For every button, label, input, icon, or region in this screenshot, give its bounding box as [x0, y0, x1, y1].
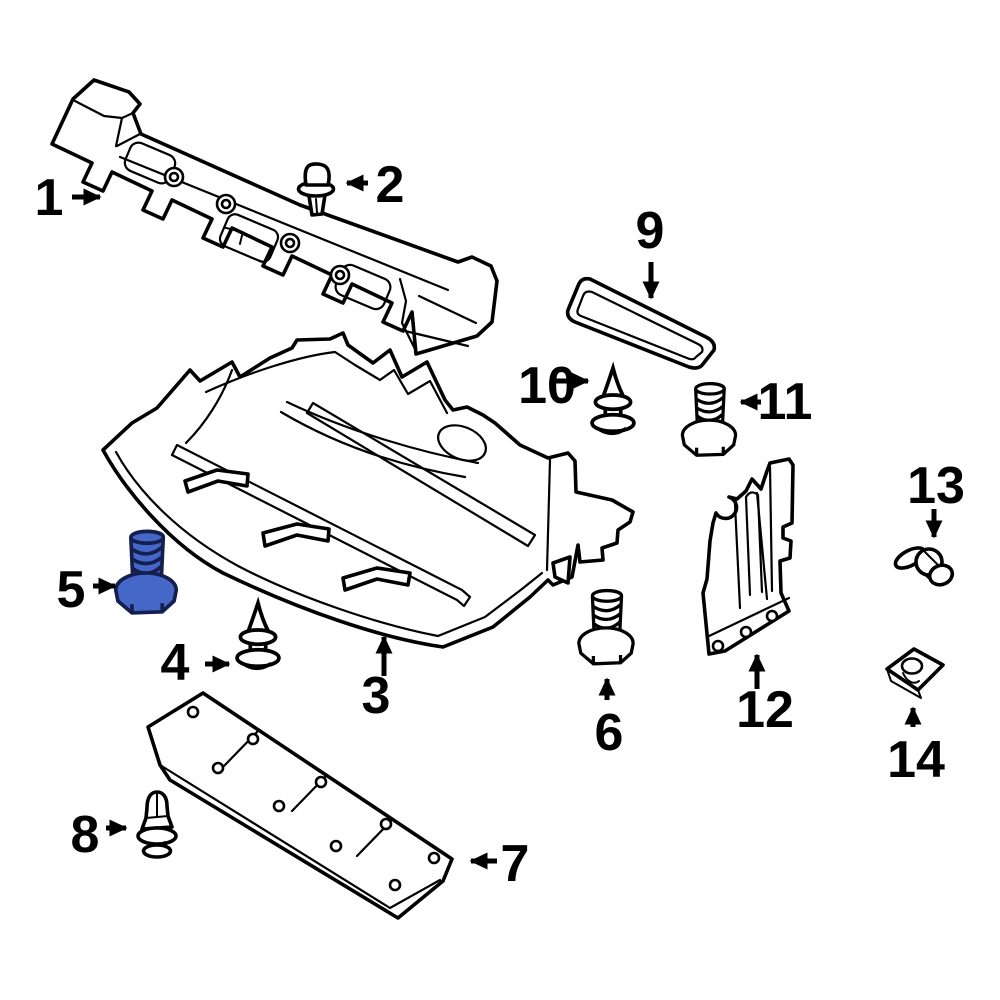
part-8-split — [145, 793, 169, 819]
callout-12-label: 12 — [736, 681, 794, 739]
callout-4: 4 — [161, 634, 231, 692]
callout-9-label: 9 — [636, 202, 665, 260]
part-3-tab — [183, 468, 250, 494]
part-3-recess — [437, 424, 487, 462]
part-8-base — [141, 843, 173, 859]
part-1-cutout-step — [223, 226, 244, 245]
callout-6: 6 — [595, 677, 624, 762]
part-11-bolt — [680, 381, 738, 457]
part-5-bolt-highlighted — [113, 529, 179, 615]
callout-3-label: 3 — [362, 667, 391, 725]
part-13-screw-clip — [893, 546, 955, 587]
part-12-bracket — [701, 457, 795, 656]
part-3-corner-crease — [184, 368, 234, 445]
callout-7: 7 — [469, 835, 530, 893]
bolt-hole — [765, 609, 779, 623]
callout-5: 5 — [57, 561, 117, 619]
callout-7-label: 7 — [501, 835, 530, 893]
callout-10: 10 — [518, 357, 590, 415]
part-2-split — [315, 198, 318, 214]
rivet-hole — [329, 839, 343, 853]
part-1-screw-holes — [163, 166, 351, 286]
bolt-shape — [113, 529, 179, 615]
callout-3: 3 — [362, 635, 393, 725]
rivet-hole — [272, 799, 286, 813]
callout-10-label: 10 — [518, 357, 576, 415]
callout-11-label: 11 — [758, 373, 813, 431]
part-3-tab — [341, 566, 412, 592]
rivet-hole — [186, 705, 200, 719]
part-12-center-rib — [744, 491, 764, 597]
part-13-neck — [921, 551, 940, 584]
callout-12: 12 — [736, 653, 794, 739]
rivet-hole — [314, 775, 328, 789]
callout-1-label: 1 — [35, 169, 64, 227]
part-14-hole — [900, 657, 924, 675]
callout-8: 8 — [71, 806, 128, 864]
part-6-bolt — [577, 588, 635, 666]
part-7-fold-line — [158, 763, 442, 910]
callout-14: 14 — [887, 706, 945, 789]
part-1-upper-shield — [50, 78, 499, 356]
part-14-fold — [886, 668, 922, 699]
part-3-top-crease — [204, 350, 449, 415]
callout-11: 11 — [739, 373, 813, 431]
callout-14-label: 14 — [887, 731, 945, 789]
callouts: 1 2 3 4 5 6 7 8 — [35, 156, 965, 893]
part-7-outline — [146, 691, 454, 920]
part-10-push-pin — [590, 366, 636, 436]
part-1-outline — [50, 78, 499, 356]
part-9-outer — [565, 276, 717, 370]
bolt-shape — [680, 381, 738, 457]
part-8-collar — [136, 826, 178, 846]
part-9-seal-frame — [565, 276, 717, 370]
rivet-hole — [246, 732, 260, 746]
rivet-hole — [427, 851, 441, 865]
callout-5-label: 5 — [57, 561, 86, 619]
part-3-fin-tab — [551, 555, 572, 585]
callout-8-label: 8 — [71, 806, 100, 864]
callout-2-label: 2 — [376, 156, 405, 214]
part-3-fin-crease — [545, 458, 552, 572]
part-1-flap-creases — [73, 99, 142, 148]
part-3-under-cover — [101, 331, 635, 649]
rivet-hole — [211, 761, 225, 775]
bolt-hole — [711, 639, 725, 653]
part-7-deflector-plate — [146, 691, 454, 920]
part-3-outline — [101, 331, 635, 649]
callout-6-label: 6 — [595, 704, 624, 762]
part-8-push-pin — [136, 790, 178, 859]
part-12-flange-line — [705, 596, 791, 639]
part-3-channel-rib — [279, 410, 467, 479]
part-3-inner-rim — [114, 450, 544, 638]
part-2-head — [303, 162, 331, 187]
bolt-shape — [577, 588, 635, 666]
push-pin-shape — [235, 601, 281, 671]
push-pin-shape — [590, 366, 636, 436]
callout-13: 13 — [907, 457, 965, 539]
callout-13-label: 13 — [907, 457, 965, 515]
callout-2: 2 — [345, 156, 405, 214]
part-9-inner — [576, 290, 704, 361]
part-14-clip-nut — [885, 647, 945, 699]
part-7-holes — [186, 705, 441, 892]
callout-9: 9 — [636, 202, 665, 300]
callout-4-label: 4 — [161, 634, 190, 692]
part-2-push-screw — [296, 162, 336, 217]
callout-1: 1 — [35, 169, 102, 227]
part-3-tab — [261, 522, 331, 548]
bolt-hole — [739, 625, 753, 639]
rivet-hole — [388, 878, 402, 892]
part-1-end-flap-creases — [398, 277, 478, 355]
part-14-tab-curve — [902, 672, 920, 684]
part-4-push-pin — [235, 601, 281, 671]
rivet-hole — [379, 817, 393, 831]
